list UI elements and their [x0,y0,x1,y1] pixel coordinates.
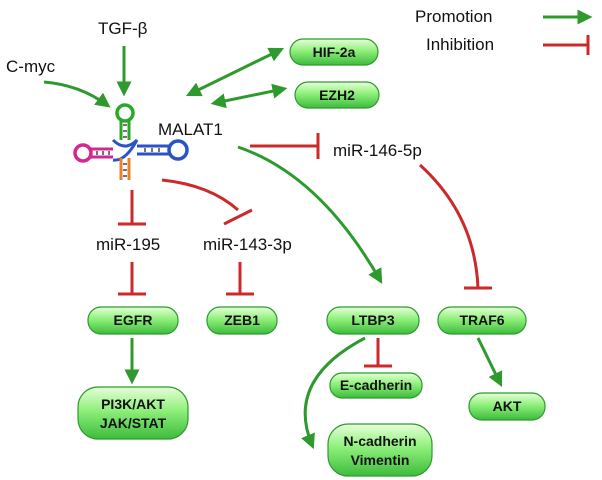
legend-inhibition-label: Inhibition [426,35,494,54]
node-zeb1: ZEB1 [206,306,278,335]
arrow-malat1-hif2a [185,47,285,97]
cmyc-label: C-myc [6,57,56,76]
node-ltbp3-label: LTBP3 [351,312,395,328]
malat1-label: MALAT1 [158,120,223,139]
node-ncadherin-label: N-cadherin [343,433,416,449]
node-hif2a: HIF-2a [289,38,379,66]
inhibit-malat1-mir143-bar [223,208,253,226]
inhibit-malat1-mir143 [161,178,239,212]
malat1-structure-icon [73,103,189,180]
node-ezh2: EZH2 [294,81,380,109]
node-vimentin-label: Vimentin [351,452,410,468]
arrow-ltbp3-to-ncadherin [301,336,366,450]
node-akt-label: AKT [493,398,522,414]
node-traf6: TRAF6 [437,306,527,335]
mir143-label: miR-143-3p [203,235,292,254]
arrow-malat1-ezh2 [210,83,288,109]
node-ecadherin: E-cadherin [329,372,423,399]
arrow-traf6-to-akt [476,337,503,388]
mir195-label: miR-195 [96,235,160,254]
node-ezh2-label: EZH2 [319,87,355,103]
node-egfr: EGFR [87,306,179,335]
node-ltbp3: LTBP3 [326,306,420,335]
arrow-cmyc-to-malat1 [43,80,111,108]
tgfb-label: TGF-β [98,19,148,38]
node-ncadherin-vimentin: N-cadherin Vimentin [327,423,433,477]
node-akt: AKT [468,392,546,421]
node-jakstat-label: JAK/STAT [100,415,167,431]
node-pi3k-jakstat: PI3K/AKT JAK/STAT [77,386,189,440]
node-zeb1-label: ZEB1 [224,312,260,328]
node-ecadherin-label: E-cadherin [340,377,412,393]
inhibition-edges [118,133,492,368]
node-traf6-label: TRAF6 [459,312,504,328]
node-hif2a-label: HIF-2a [313,44,356,60]
mir146-label: miR-146-5p [333,141,422,160]
node-egfr-label: EGFR [114,312,153,328]
inhibit-mir146-traf6 [418,163,480,289]
legend-promotion-label: Promotion [415,7,492,26]
node-pi3k-label: PI3K/AKT [101,396,165,412]
arrow-malat1-to-ltbp3 [237,145,383,284]
